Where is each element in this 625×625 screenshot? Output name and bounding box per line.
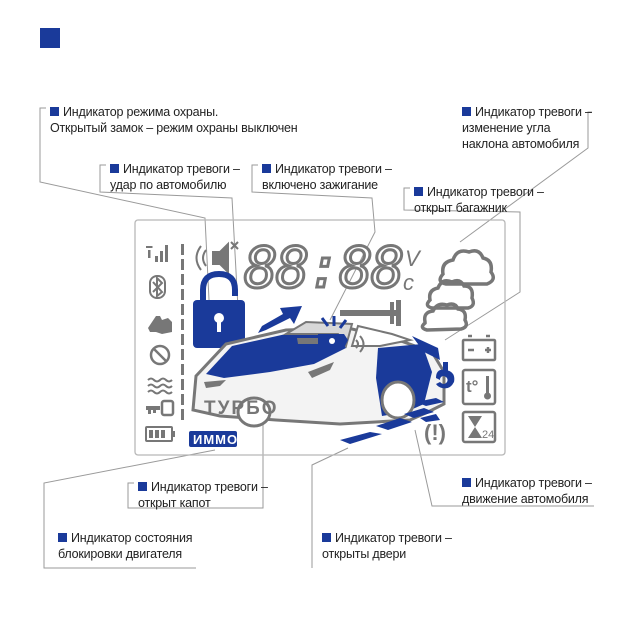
open-padlock-icon <box>193 270 245 348</box>
motion-stripes <box>340 398 444 444</box>
heat-waves-icon <box>147 377 173 395</box>
turbo-label: ТУРБО <box>204 398 279 419</box>
warning-label: (!) <box>424 420 446 445</box>
temperature-label: t° <box>466 377 479 396</box>
callout-motion-alarm: Индикатор тревоги – движение автомобиля <box>462 475 592 507</box>
key-icon <box>146 399 175 417</box>
unit-volts: V <box>405 246 422 271</box>
signal-strength-icon <box>146 245 168 262</box>
callout-motion-line2: движение автомобиля <box>462 492 589 506</box>
callout-marker <box>58 533 67 542</box>
callout-ignition-line2: включено зажигание <box>262 178 378 192</box>
callout-engine-line1: Индикатор состояния <box>71 531 193 545</box>
callout-trunk-line2: открыт багажник <box>414 201 507 215</box>
headlights <box>204 362 334 388</box>
speaker-muted-icon <box>195 241 239 275</box>
callout-trunk-alarm: Индикатор тревоги – открыт багажник <box>414 184 544 216</box>
rear-window <box>350 324 414 347</box>
battery-charge-icon <box>461 334 497 362</box>
callout-engine-block: Индикатор состояния блокировки двигателя <box>58 530 193 562</box>
callout-motion-line1: Индикатор тревоги – <box>475 476 592 490</box>
callout-marker <box>262 164 271 173</box>
front-wheel <box>236 396 272 428</box>
trunk-hook-icon <box>436 362 455 389</box>
ignition-key-icon <box>297 316 348 348</box>
callout-hood-line2: открыт капот <box>138 496 211 510</box>
tilt-alarm-icon <box>420 249 495 332</box>
callout-security-line1: Индикатор режима охраны. <box>63 105 219 119</box>
callout-marker <box>138 482 147 491</box>
callout-security-line2: Открытый замок – режим охраны выключен <box>50 121 298 135</box>
timer-label: 24 <box>482 429 494 441</box>
car-illustration: ТУРБО <box>191 320 446 428</box>
callout-marker <box>110 164 119 173</box>
callout-hood-line1: Индикатор тревоги – <box>151 480 268 494</box>
impact-arrow-icon <box>258 306 302 333</box>
no-sign-icon <box>149 344 171 366</box>
wrench-icon <box>340 300 401 326</box>
callout-tilt-line1: Индикатор тревоги – <box>475 105 592 119</box>
callout-ignition-alarm: Индикатор тревоги – включено зажигание <box>262 161 392 193</box>
vertical-divider <box>181 244 184 420</box>
clock-digits: 88:88 <box>244 236 403 301</box>
rear-wheel <box>380 380 416 420</box>
callout-doors-alarm: Индикатор тревоги – открыты двери <box>322 530 452 562</box>
unit-seconds: c <box>403 270 414 295</box>
callout-trunk-line1: Индикатор тревоги – <box>427 185 544 199</box>
callout-engine-line2: блокировки двигателя <box>58 547 182 561</box>
section-marker-square <box>40 28 60 48</box>
signal-wave-icon <box>355 335 365 353</box>
callout-ignition-line1: Индикатор тревоги – <box>275 162 392 176</box>
callout-impact-line2: удар по автомобилю <box>110 178 227 192</box>
leader-lines <box>39 107 594 569</box>
callout-doors-line1: Индикатор тревоги – <box>335 531 452 545</box>
temperature-icon: t° <box>461 368 497 406</box>
callout-tilt-alarm: Индикатор тревоги – изменение угла накло… <box>462 104 592 152</box>
warning-icon: (!) <box>424 420 446 445</box>
callout-marker <box>462 478 471 487</box>
callout-marker <box>414 187 423 196</box>
hood-alarm-segment <box>206 334 346 378</box>
callout-tilt-line2: изменение угла <box>462 121 551 135</box>
lcd-frame <box>134 219 506 456</box>
callout-impact-alarm: Индикатор тревоги – удар по автомобилю <box>110 161 240 193</box>
trunk-alarm-segment <box>412 336 440 360</box>
callout-tilt-line3: наклона автомобиля <box>462 137 580 151</box>
callout-marker <box>462 107 471 116</box>
immo-label: ИММО <box>193 432 238 447</box>
callout-marker <box>50 107 59 116</box>
callout-marker <box>322 533 331 542</box>
callout-impact-line1: Индикатор тревоги – <box>123 162 240 176</box>
callout-security-mode: Индикатор режима охраны. Открытый замок … <box>50 104 298 136</box>
hand-icon <box>148 316 172 334</box>
hourglass-timer-icon: 24 <box>461 410 497 444</box>
immo-badge <box>189 431 237 447</box>
left-indicator-column <box>145 245 175 442</box>
battery-icon <box>145 426 175 442</box>
callout-hood-alarm: Индикатор тревоги – открыт капот <box>138 479 268 511</box>
bluetooth-icon <box>149 275 166 299</box>
callout-doors-line2: открыты двери <box>322 547 407 561</box>
